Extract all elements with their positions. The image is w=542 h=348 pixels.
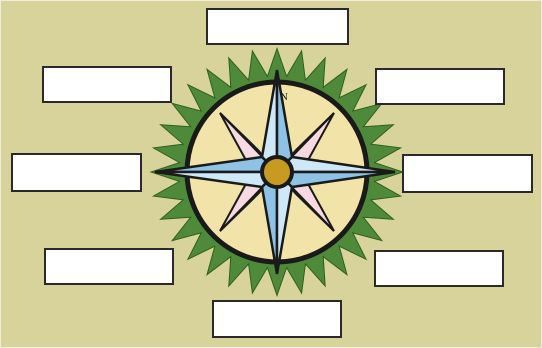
label-box-south-east[interactable] bbox=[374, 250, 504, 287]
compass-hub bbox=[262, 157, 292, 187]
label-box-north-east[interactable] bbox=[375, 68, 505, 105]
label-box-north-west[interactable] bbox=[42, 66, 172, 103]
north-marker: N bbox=[280, 91, 288, 103]
label-box-east[interactable] bbox=[402, 154, 533, 193]
label-box-south-west[interactable] bbox=[44, 248, 174, 285]
label-box-north[interactable] bbox=[206, 8, 349, 45]
label-box-south[interactable] bbox=[212, 300, 342, 338]
label-box-west[interactable] bbox=[11, 153, 142, 192]
